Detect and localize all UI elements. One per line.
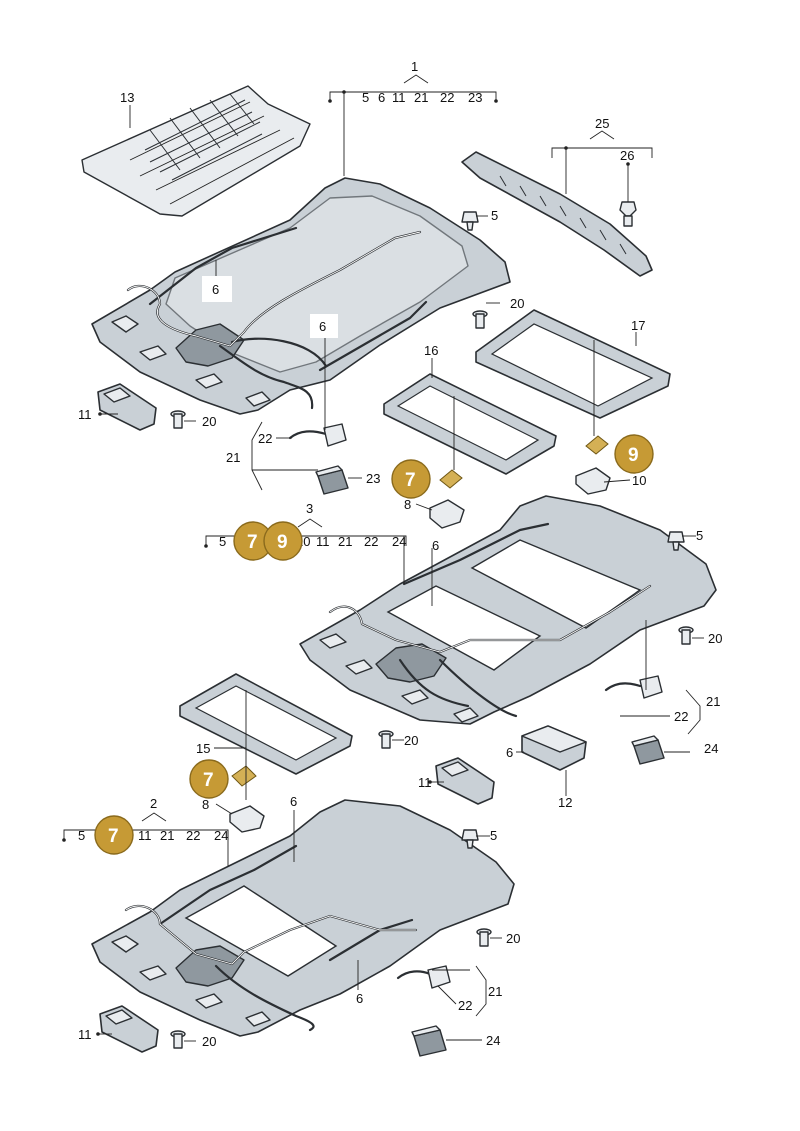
group-1-sub-6: 6 — [378, 90, 385, 105]
callout-5-bottom: 5 — [490, 828, 497, 843]
callout-20-e: 20 — [506, 931, 520, 946]
group-2-number: 2 — [150, 796, 157, 811]
callout-6-c: 6 — [432, 538, 439, 553]
svg-text:7: 7 — [108, 826, 119, 847]
part-11-lamp-mid — [435, 757, 495, 805]
callout-5-mid: 5 — [696, 528, 703, 543]
badge-9-a: 9 — [614, 434, 654, 474]
group-2-sub-5: 5 — [78, 828, 85, 843]
group-2-sub-22: 22 — [186, 828, 200, 843]
svg-text:7: 7 — [405, 470, 416, 491]
part-24-block-mid — [631, 735, 665, 765]
callout-labels: 1 5 6 11 21 22 23 13 25 26 5 6 6 20 17 1… — [78, 59, 722, 1049]
callout-5-top: 5 — [491, 208, 498, 223]
svg-text:9: 9 — [628, 445, 639, 466]
group-3-sub-22: 22 — [364, 534, 378, 549]
part-24-block-bottom — [411, 1025, 447, 1057]
headliner-2 — [91, 799, 515, 1037]
svg-text:7: 7 — [247, 532, 258, 553]
headliner-2-wiring — [124, 844, 418, 1032]
part-8-10-brackets — [229, 467, 611, 833]
callout-6-b: 6 — [319, 319, 326, 334]
leader-dots — [62, 90, 630, 1036]
callout-20-b: 20 — [202, 414, 216, 429]
part-17-frame — [475, 309, 671, 419]
callout-6-e: 6 — [290, 794, 297, 809]
part-11-lamp-top — [97, 383, 157, 431]
callout-11-c: 11 — [78, 1027, 92, 1042]
group-1-sub-22: 22 — [440, 90, 454, 105]
badge-9-b: 9 — [263, 521, 303, 561]
callout-16: 16 — [424, 343, 438, 358]
callout-23: 23 — [366, 471, 380, 486]
headliner-1-wiring — [126, 226, 428, 410]
group-2-sub-11: 11 — [138, 828, 152, 843]
callout-8-b: 8 — [202, 797, 209, 812]
callout-12: 12 — [558, 795, 572, 810]
callout-17: 17 — [631, 318, 645, 333]
group-3-number: 3 — [306, 501, 313, 516]
callout-22-a: 22 — [258, 431, 272, 446]
callout-6-a: 6 — [212, 282, 219, 297]
callout-21-b: 21 — [706, 694, 720, 709]
part-13-panel — [81, 85, 311, 217]
group-3-sub-24: 24 — [392, 534, 406, 549]
callout-6-f: 6 — [356, 991, 363, 1006]
group-25-number: 25 — [595, 116, 609, 131]
group-3-sub-11: 11 — [316, 534, 330, 549]
callout-6-d: 6 — [506, 745, 513, 760]
group-3-sub-5: 5 — [219, 534, 226, 549]
group-3-sub-21: 21 — [338, 534, 352, 549]
gold-clips — [231, 435, 609, 787]
callout-13: 13 — [120, 90, 134, 105]
group-2-sub-24: 24 — [214, 828, 228, 843]
callout-20-f: 20 — [202, 1034, 216, 1049]
part-23-block — [315, 465, 349, 495]
headliner-1 — [91, 177, 511, 415]
callout-20-d: 20 — [404, 733, 418, 748]
group-2-sub-21: 21 — [160, 828, 174, 843]
callout-24-a: 24 — [704, 741, 718, 756]
part-11-lamp-bottom — [99, 1005, 159, 1053]
callout-26: 26 — [620, 148, 634, 163]
svg-text:9: 9 — [277, 532, 288, 553]
callout-8-a: 8 — [404, 497, 411, 512]
part-22-connectors — [288, 423, 663, 989]
callout-21-a: 21 — [226, 450, 240, 465]
part-15-frame — [179, 673, 353, 775]
part-20-screws — [170, 310, 694, 1049]
group-1-sub-5: 5 — [362, 90, 369, 105]
group-1-sub-21: 21 — [414, 90, 428, 105]
part-25-strip — [461, 151, 653, 277]
svg-text:7: 7 — [203, 770, 214, 791]
callout-22-b: 22 — [674, 709, 688, 724]
badge-7-d: 7 — [94, 815, 134, 855]
part-26-clip — [619, 201, 637, 227]
badge-7-c: 7 — [189, 759, 229, 799]
callout-24-b: 24 — [486, 1033, 500, 1048]
leader-lines — [63, 74, 704, 1042]
group-1-sub-11: 11 — [392, 90, 406, 105]
part-5-clips — [461, 211, 685, 849]
callout-11-b: 11 — [418, 775, 432, 790]
callout-20-a: 20 — [510, 296, 524, 311]
callout-20-c: 20 — [708, 631, 722, 646]
callout-22-c: 22 — [458, 998, 472, 1013]
part-12-module — [521, 725, 587, 771]
group-1-sub-23: 23 — [468, 90, 482, 105]
group-1-number: 1 — [411, 59, 418, 74]
callout-15: 15 — [196, 741, 210, 756]
callout-10: 10 — [632, 473, 646, 488]
badge-7-a: 7 — [391, 459, 431, 499]
part-16-frame — [383, 373, 557, 475]
callout-21-c: 21 — [488, 984, 502, 999]
callout-11-a: 11 — [78, 407, 92, 422]
